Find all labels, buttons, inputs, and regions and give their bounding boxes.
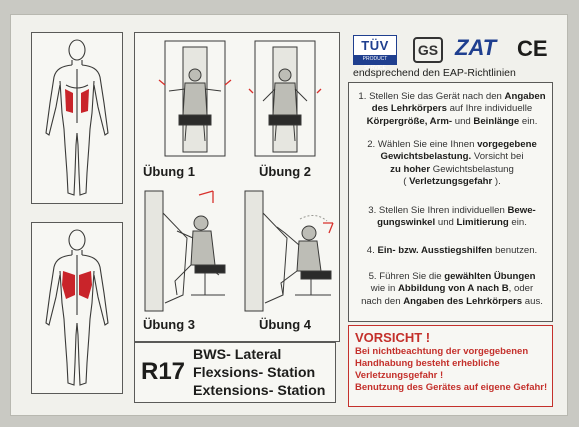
exercise-label-4: Übung 4 <box>259 317 311 332</box>
instruction-line: gungswinkel und Limitierung ein. <box>357 217 547 229</box>
instruction-line: ( Verletzungsgefahr ). <box>357 176 547 188</box>
instruction-emphasis: Verletzungsgefahr <box>409 176 493 188</box>
exercise-label-1: Übung 1 <box>143 164 195 179</box>
station-code: R17 <box>141 358 186 385</box>
instruction-4: 4. Ein- bzw. Ausstiegshilfen benutzen. <box>357 245 547 257</box>
exercise-label-3: Übung 3 <box>143 317 195 332</box>
instruction-text: Führen Sie die <box>379 271 445 282</box>
instruction-number: 3. <box>368 205 379 216</box>
instruction-text: , oder <box>508 283 534 295</box>
station-name-line-1: BWS- Lateral <box>193 347 282 363</box>
exercise-label-2: Übung 2 <box>259 164 311 179</box>
warning-title: VORSICHT ! <box>355 330 431 345</box>
instruction-emphasis: Angaben des Lehrkörpers <box>403 295 523 307</box>
instruction-emphasis: zu hoher <box>390 163 431 175</box>
zat-logo: ZAT <box>455 35 497 60</box>
instruction-text: Stellen Sie das Gerät nach den <box>369 91 505 102</box>
certification-logos: TÜV PRODUCT SERVICE GS ZAT CE <box>353 35 555 71</box>
guideline-subtitle: endsprechend den EAP-Richtlinien <box>353 67 516 79</box>
instruction-number: 5. <box>368 271 380 282</box>
instruction-1: 1. Stellen Sie das Gerät nach den Angabe… <box>357 91 547 128</box>
warning-line-1: Bei nichtbeachtung der vorgegebenen <box>355 346 529 357</box>
anatomy-front-icon <box>45 39 109 196</box>
instruction-line: Körpergröße, Arm- und Beinlänge ein. <box>357 116 547 128</box>
instruction-line: 5. Führen Sie die gewählten Übungen <box>357 271 547 283</box>
instruction-3: 3. Stellen Sie Ihren individuellen Bewe-… <box>357 205 547 230</box>
anatomy-back-panel <box>31 222 123 394</box>
exercise-3-figure <box>144 190 226 312</box>
exercise-4-figure <box>244 190 332 312</box>
instruction-emphasis: gewählten Übungen <box>444 271 536 282</box>
instruction-emphasis: gungswinkel <box>377 217 436 229</box>
instruction-text: ein. <box>508 217 527 229</box>
muscle-highlight-back-right <box>79 271 92 299</box>
instruction-emphasis: Ein- bzw. Ausstiegshilfen <box>377 245 493 256</box>
warning-line-2: Handhabung besteht erhebliche <box>355 358 500 369</box>
muscle-highlight-right <box>81 89 89 113</box>
anatomy-back-icon <box>45 229 109 386</box>
warning-text: Bei nichtbeachtung der vorgegebenen Hand… <box>355 346 551 394</box>
instruction-emphasis: Limitierung <box>456 217 509 229</box>
instruction-text: ). <box>492 176 501 188</box>
instruction-number: 1. <box>358 91 370 102</box>
ce-logo: CE <box>517 36 548 61</box>
station-title-box: R17 BWS- Lateral Flexsions- Station Exte… <box>134 342 336 403</box>
exercise-1-figure <box>164 40 226 157</box>
gs-logo: GS <box>413 37 443 63</box>
station-name-line-3: Extensions- Station <box>193 383 326 399</box>
warning-panel: VORSICHT ! Bei nichtbeachtung der vorgeg… <box>348 325 553 407</box>
instruction-emphasis: Beinlänge <box>473 115 520 127</box>
instruction-text: ein. <box>519 115 538 127</box>
instruction-emphasis: Angaben <box>504 91 546 102</box>
exercise-machine-icon <box>144 40 334 312</box>
instruction-emphasis: vorgegebene <box>477 139 537 150</box>
instruction-line: nach den Angaben des Lehrkörpers aus. <box>357 296 547 308</box>
exercise-2-figure <box>254 40 316 157</box>
instruction-number: 2. <box>367 139 378 150</box>
instruction-line: 2. Wählen Sie eine Ihnen vorgegebene <box>357 139 547 151</box>
tuv-logo: TÜV PRODUCT SERVICE <box>353 35 397 71</box>
muscle-highlight-back-left <box>62 271 75 299</box>
instruction-text: Stellen Sie Ihren individuellen <box>378 205 508 216</box>
instruction-emphasis: Bewe- <box>507 205 536 216</box>
instruction-text: ( <box>403 176 410 188</box>
instruction-line: 3. Stellen Sie Ihren individuellen Bewe- <box>357 205 547 217</box>
instruction-text: benutzen. <box>492 245 538 256</box>
station-name-line-2: Flexsions- Station <box>193 365 316 381</box>
station-name: BWS- Lateral Flexsions- Station Extensio… <box>193 346 325 400</box>
exercise-panel: Übung 1 Übung 2 Übung 3 Übung 4 <box>134 32 340 342</box>
instruction-text: und <box>452 115 474 127</box>
instruction-text: aus. <box>522 295 543 307</box>
warning-line-3: Verletzungsgefahr ! <box>355 370 444 381</box>
instruction-emphasis: des Lehrkörpers <box>371 103 447 115</box>
instruction-emphasis: Gewichtsbelastung. <box>380 151 472 163</box>
instruction-text: Wählen Sie eine Ihnen <box>377 139 478 150</box>
instruction-line: Gewichtsbelastung. Vorsicht bei <box>357 151 547 163</box>
instruction-text: Vorsicht bei <box>471 151 524 163</box>
instruction-text: Gewichtsbelastung <box>430 163 514 175</box>
instruction-line: des Lehrkörpers auf Ihre individuelle <box>357 103 547 115</box>
instruction-line: zu hoher Gewichtsbelastung <box>357 164 547 176</box>
instruction-text: nach den <box>361 295 404 307</box>
instruction-line: 4. Ein- bzw. Ausstiegshilfen benutzen. <box>357 245 547 257</box>
instruction-number: 4. <box>366 245 378 256</box>
instruction-line: 1. Stellen Sie das Gerät nach den Angabe… <box>357 91 547 103</box>
instructions-panel: 1. Stellen Sie das Gerät nach den Angabe… <box>348 82 553 322</box>
muscle-highlight-left <box>65 89 73 113</box>
instruction-line: wie in Abbildung von A nach B, oder <box>357 283 547 295</box>
instruction-text: auf Ihre individuelle <box>446 103 533 115</box>
instruction-text: wie in <box>370 283 398 295</box>
warning-line-4: Benutzung des Gerätes auf eigene Gefahr! <box>355 382 548 393</box>
instruction-emphasis: Körpergröße, Arm- <box>366 115 453 127</box>
anatomy-front-panel <box>31 32 123 204</box>
instruction-emphasis: Abbildung von A nach B <box>397 283 509 295</box>
instruction-text: und <box>435 217 457 229</box>
